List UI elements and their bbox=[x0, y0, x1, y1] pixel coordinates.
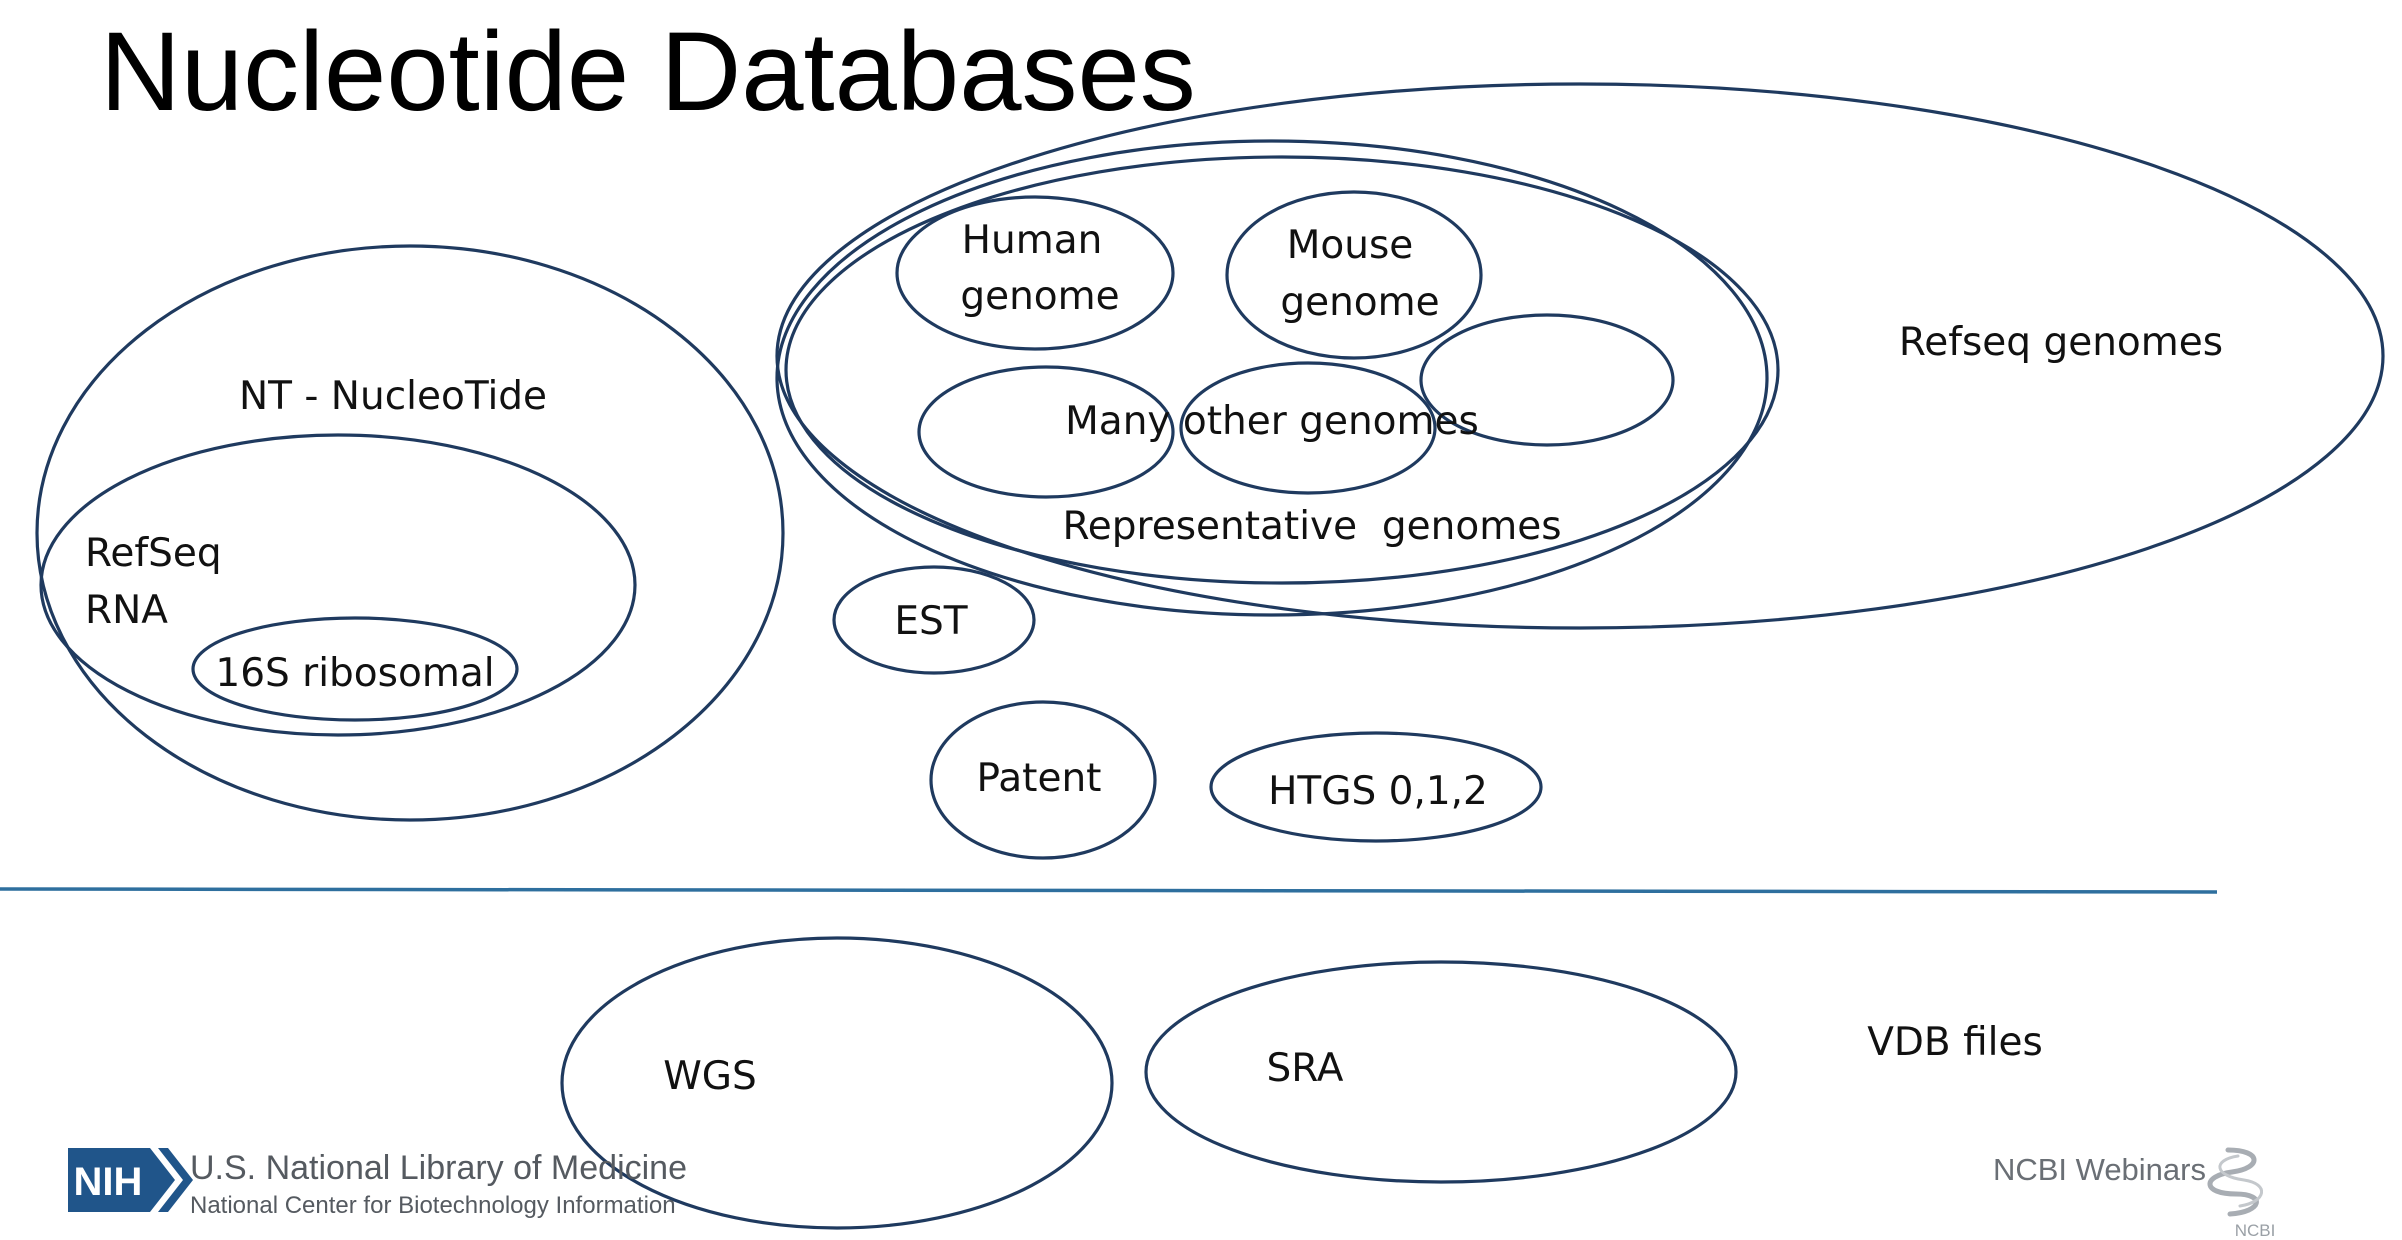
representative-genomes-inner-ellipse bbox=[784, 155, 1780, 585]
wgs-ellipse bbox=[560, 936, 1114, 1230]
htgs-ellipse bbox=[1209, 731, 1543, 843]
mouse-genome-label-line2: genome bbox=[1280, 280, 1439, 325]
representative-genomes-label: Representative genomes bbox=[1062, 504, 1561, 549]
nt-ellipse bbox=[35, 244, 785, 822]
many-other-genomes-label: Many other genomes bbox=[1065, 399, 1479, 444]
human-genome-label-line1: Human bbox=[962, 218, 1103, 263]
ribosomal-16s-ellipse bbox=[191, 616, 519, 722]
vdb-files-label: VDB files bbox=[1867, 1020, 2043, 1065]
refseq-rna-label-line2: RNA bbox=[85, 588, 168, 633]
sra-ellipse bbox=[1144, 960, 1738, 1184]
slide-title: Nucleotide Databases bbox=[100, 9, 1196, 134]
est-label: EST bbox=[894, 599, 967, 644]
mouse-genome-label-line1: Mouse bbox=[1287, 223, 1414, 268]
ncbi-webinars-label: NCBI Webinars bbox=[1993, 1152, 2206, 1187]
nih-logo-icon: NIH bbox=[68, 1148, 193, 1212]
nlm-title: U.S. National Library of Medicine bbox=[190, 1149, 687, 1187]
est-ellipse bbox=[832, 565, 1036, 675]
refseq-rna-ellipse bbox=[39, 433, 637, 737]
patent-label: Patent bbox=[977, 756, 1102, 801]
refseq-genomes-ellipse bbox=[775, 82, 2385, 630]
other-genome-ellipse-1 bbox=[917, 365, 1175, 499]
htgs-label: HTGS 0,1,2 bbox=[1268, 769, 1488, 814]
ncbi-helix-icon bbox=[2207, 1147, 2264, 1217]
other-genome-ellipse-3 bbox=[1419, 313, 1675, 447]
nih-logo-text: NIH bbox=[74, 1160, 143, 1204]
human-genome-ellipse bbox=[895, 195, 1175, 351]
refseq-rna-label-line1: RefSeq bbox=[85, 531, 222, 576]
ncbi-subtitle: National Center for Biotechnology Inform… bbox=[190, 1192, 676, 1219]
human-genome-label-line2: genome bbox=[960, 274, 1119, 319]
sra-label: SRA bbox=[1267, 1046, 1344, 1091]
mouse-genome-ellipse bbox=[1225, 190, 1483, 360]
nt-label: NT - NucleoTide bbox=[239, 374, 547, 419]
other-genome-ellipse-2 bbox=[1179, 361, 1437, 495]
patent-ellipse bbox=[929, 700, 1157, 860]
ncbi-mark-text: NCBI bbox=[2235, 1221, 2276, 1240]
representative-genomes-ellipse bbox=[775, 139, 1769, 617]
refseq-genomes-label: Refseq genomes bbox=[1899, 320, 2223, 365]
wgs-label: WGS bbox=[663, 1054, 757, 1099]
ribosomal-16s-label: 16S ribosomal bbox=[215, 651, 494, 696]
divider-line bbox=[0, 887, 2218, 894]
